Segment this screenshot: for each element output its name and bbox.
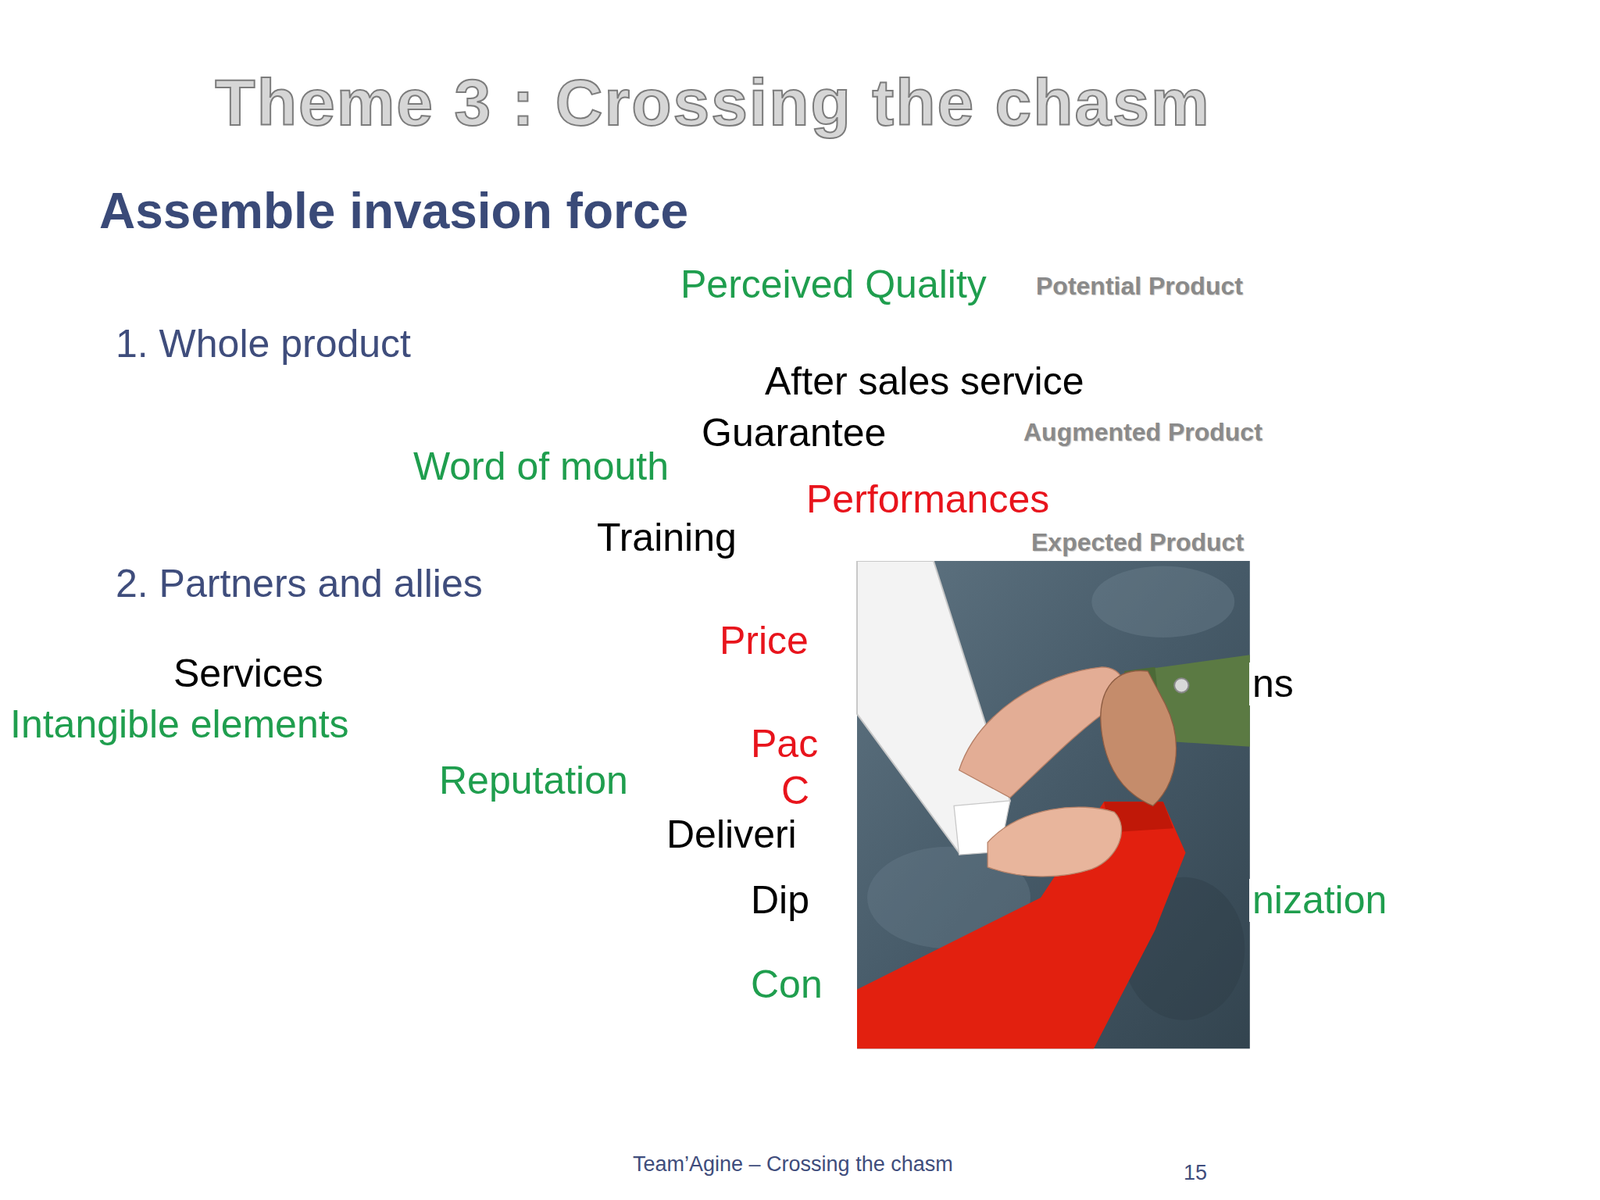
page-number: 15 bbox=[1180, 1161, 1211, 1186]
service-item: Dip bbox=[747, 878, 813, 922]
service-item-wrap: Dip bbox=[747, 878, 813, 922]
service-item-wrap: Guarantee bbox=[698, 411, 890, 455]
slide-title: Theme 3 : Crossing the chasm bbox=[214, 66, 1211, 139]
intangible-item-wrap: nization bbox=[1249, 878, 1390, 922]
expected-item-wrap: Pac bbox=[747, 722, 822, 766]
list-item: 2. Partners and allies bbox=[112, 562, 486, 606]
ring-name: Expected Product bbox=[1028, 528, 1247, 557]
list-item-wrap: 2. Partners and allies bbox=[112, 562, 486, 606]
intangible-item-wrap: Con bbox=[747, 963, 826, 1007]
intangible-item-wrap: Perceived Quality bbox=[677, 263, 990, 307]
service-item: ns bbox=[1249, 662, 1297, 706]
expected-item: Performances bbox=[803, 478, 1053, 522]
bracket-label: Services bbox=[170, 652, 327, 696]
ring-name-wrap: Augmented Product bbox=[1020, 418, 1266, 447]
service-item: Deliveri bbox=[663, 813, 800, 857]
ring-name-wrap: Potential Product bbox=[1032, 272, 1247, 300]
intangible-item: Reputation bbox=[435, 759, 632, 803]
expected-item: C bbox=[778, 769, 813, 813]
expected-item-wrap: C bbox=[778, 769, 813, 813]
expected-item: Pac bbox=[747, 722, 822, 766]
service-item: Training bbox=[593, 516, 740, 560]
list-item-wrap: 1. Whole product bbox=[112, 322, 415, 366]
bracket-label: Intangible elements bbox=[7, 703, 353, 747]
ring-line bbox=[511, 229, 1378, 1046]
service-item-wrap: Deliveri bbox=[663, 813, 800, 857]
service-item: After sales service bbox=[761, 360, 1087, 404]
expected-item-wrap: Performances bbox=[803, 478, 1053, 522]
bracket-label-wrap: Services bbox=[170, 652, 327, 696]
service-item: Guarantee bbox=[698, 411, 890, 455]
ring-name: Augmented Product bbox=[1020, 418, 1266, 447]
product-ring: Augmented ProductExpected Product bbox=[498, 229, 1375, 1052]
service-item-wrap: ns bbox=[1249, 662, 1297, 706]
curly-bracket bbox=[377, 400, 485, 1048]
ring-name: Potential Product bbox=[1032, 272, 1247, 300]
footer-text: Team’Agine – Crossing the chasm bbox=[629, 1153, 957, 1177]
section-heading-wrap: Assemble invasion force bbox=[96, 183, 692, 239]
ring-name-wrap: Expected Product bbox=[1028, 528, 1247, 557]
ring-outline bbox=[498, 229, 1375, 1052]
service-item-wrap: After sales service bbox=[761, 360, 1087, 404]
footer-text-wrap: Team’Agine – Crossing the chasm bbox=[629, 1153, 957, 1177]
panel-edge bbox=[1425, 0, 1429, 1200]
service-item-wrap: Training bbox=[593, 516, 740, 560]
intangible-item: Word of mouth bbox=[410, 445, 672, 489]
curly-bracket bbox=[428, 433, 508, 983]
bracket-label-wrap: Intangible elements bbox=[7, 703, 353, 747]
ring-line bbox=[701, 440, 1160, 849]
intangible-item: nization bbox=[1249, 878, 1390, 922]
handshake-photo bbox=[810, 560, 1250, 1050]
list-item: 1. Whole product bbox=[112, 322, 415, 366]
section-heading: Assemble invasion force bbox=[96, 183, 692, 239]
title-wrap: Theme 3 : Crossing the chasm bbox=[0, 66, 1426, 139]
intangible-item: Con bbox=[747, 963, 826, 1007]
expected-item-wrap: Price bbox=[716, 619, 812, 663]
page-number-wrap: 15 bbox=[1180, 1161, 1211, 1186]
expected-item: Price bbox=[716, 619, 812, 663]
side-panel bbox=[1425, 0, 1600, 1200]
intangible-item: Perceived Quality bbox=[677, 263, 990, 307]
intangible-item-wrap: Word of mouth bbox=[410, 445, 672, 489]
intangible-item-wrap: Reputation bbox=[435, 759, 632, 803]
ring-line bbox=[600, 331, 1274, 950]
